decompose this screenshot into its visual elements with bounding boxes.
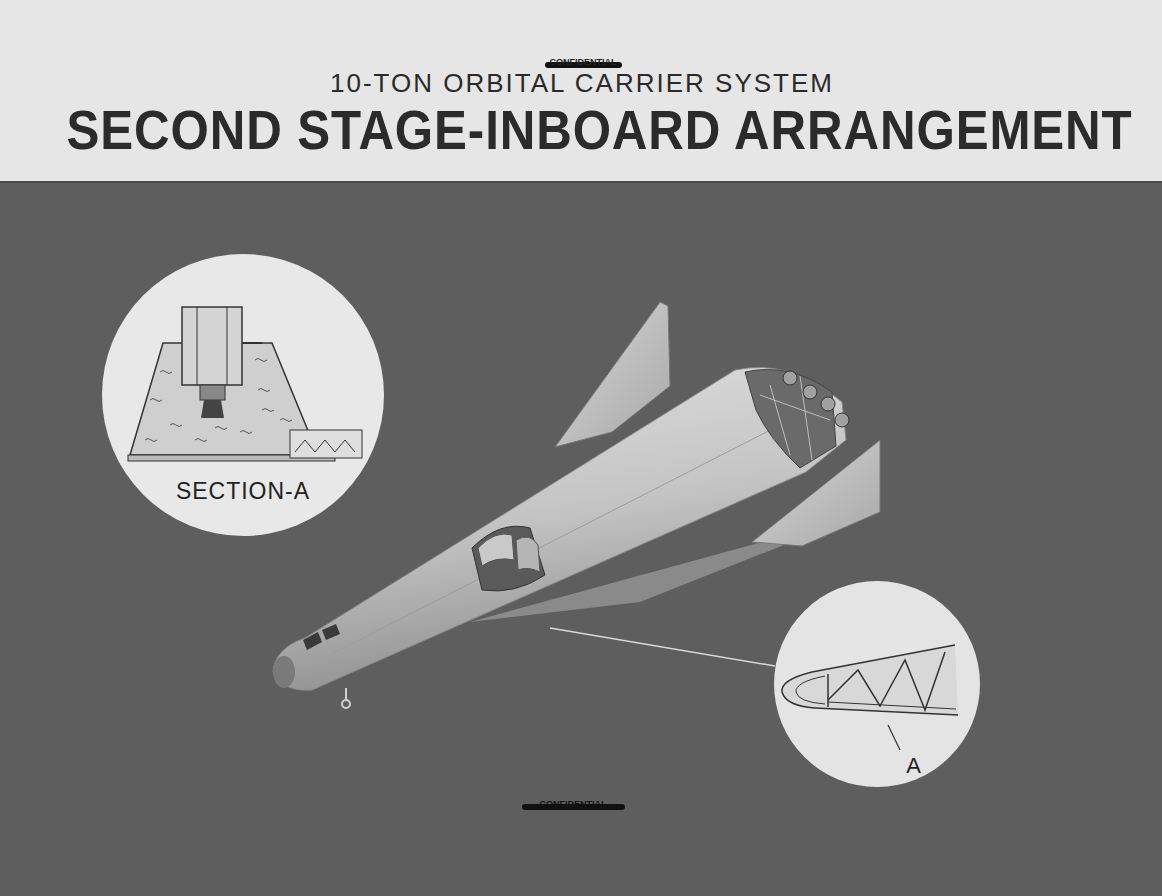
main-title: SECOND STAGE-INBOARD ARRANGEMENT — [67, 96, 1133, 163]
cutaway-flap — [516, 537, 540, 572]
tail-fin — [752, 440, 880, 546]
leading-edge-shell — [796, 676, 825, 704]
vertical-fin — [555, 302, 670, 447]
insulation — [130, 343, 318, 455]
engine-body — [200, 385, 225, 400]
fuselage-crease — [330, 420, 790, 655]
flange — [242, 342, 262, 344]
engine — [783, 371, 797, 385]
title-band-edge — [0, 181, 1162, 183]
wing-inset: A — [773, 580, 981, 788]
spar — [827, 674, 829, 707]
cockpit-window — [303, 632, 322, 650]
mid-cutaway — [472, 526, 545, 591]
cockpit-window — [322, 624, 340, 640]
lower-wing — [470, 514, 862, 622]
engine-nozzle — [201, 400, 224, 418]
tail-structure — [760, 376, 830, 460]
label-slot: CONFIDENTIAL — [183, 50, 983, 69]
inset-label: SECTION-A — [176, 478, 310, 506]
engine — [803, 385, 817, 399]
lower-chord — [828, 702, 956, 709]
tank-tube — [182, 307, 242, 385]
circle-fill — [774, 581, 980, 787]
circle-outline — [773, 580, 981, 788]
wing-section-drawing — [782, 645, 958, 750]
subtitle: 10-TON ORBITAL CARRIER SYSTEM — [330, 68, 834, 99]
engine — [821, 397, 835, 411]
section-inset: SECTION-A — [101, 253, 385, 537]
truss — [828, 652, 945, 710]
classification-mark: CONFIDENTIAL — [550, 57, 617, 68]
label-slot: CONFIDENTIAL — [173, 792, 973, 811]
inset-label: A — [906, 753, 922, 779]
airfoil-skin — [782, 645, 958, 715]
engine — [835, 413, 849, 427]
label-slot: 10-TON ORBITAL CARRIER SYSTEM — [182, 68, 982, 99]
title-slot: SECOND STAGE-INBOARD ARRANGEMENT — [0, 96, 1156, 163]
panel-ribs — [295, 440, 355, 452]
nose-cap — [273, 656, 295, 688]
landing-gear — [342, 700, 350, 708]
title-band — [0, 0, 1162, 181]
cutaway-flap — [478, 534, 514, 566]
landing-gear — [345, 688, 347, 700]
section-a-drawing — [128, 307, 362, 461]
insulation-texture — [145, 359, 302, 447]
tube-wall — [197, 307, 198, 385]
classification-mark: CONFIDENTIAL — [540, 799, 607, 810]
tube-wall — [227, 307, 228, 385]
circle-fill — [102, 254, 384, 536]
leader-line — [550, 628, 775, 666]
base-plate — [128, 455, 335, 461]
tail-cutaway — [745, 370, 836, 469]
a-leader — [888, 725, 900, 750]
panel-box — [290, 430, 362, 458]
